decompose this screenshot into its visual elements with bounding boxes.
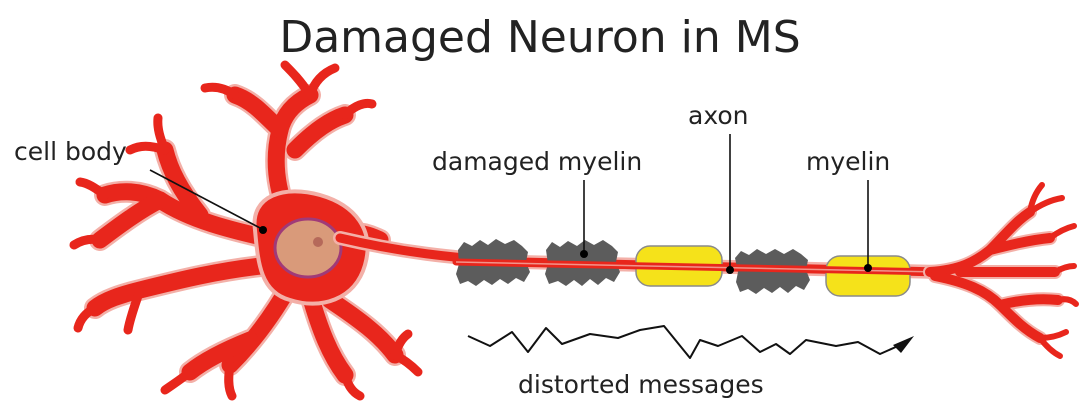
pointer-dot-axon <box>726 266 734 274</box>
distorted-signal-line <box>468 326 898 358</box>
label-distorted-messages: distorted messages <box>518 370 764 399</box>
nucleus <box>275 219 341 277</box>
label-damaged-myelin: damaged myelin <box>432 147 642 176</box>
pointer-dot-myelin <box>864 264 872 272</box>
nucleolus <box>313 237 323 247</box>
axon-terminals <box>930 185 1076 356</box>
arrow-icon <box>893 336 914 353</box>
neuron-cell <box>74 65 418 396</box>
label-myelin: myelin <box>806 147 890 176</box>
pointer-dot-cell-body <box>259 226 267 234</box>
label-axon: axon <box>688 101 749 130</box>
pointer-dot-damaged-myelin <box>580 250 588 258</box>
diagram-title: Damaged Neuron in MS <box>279 12 800 63</box>
label-cell-body: cell body <box>14 137 127 166</box>
